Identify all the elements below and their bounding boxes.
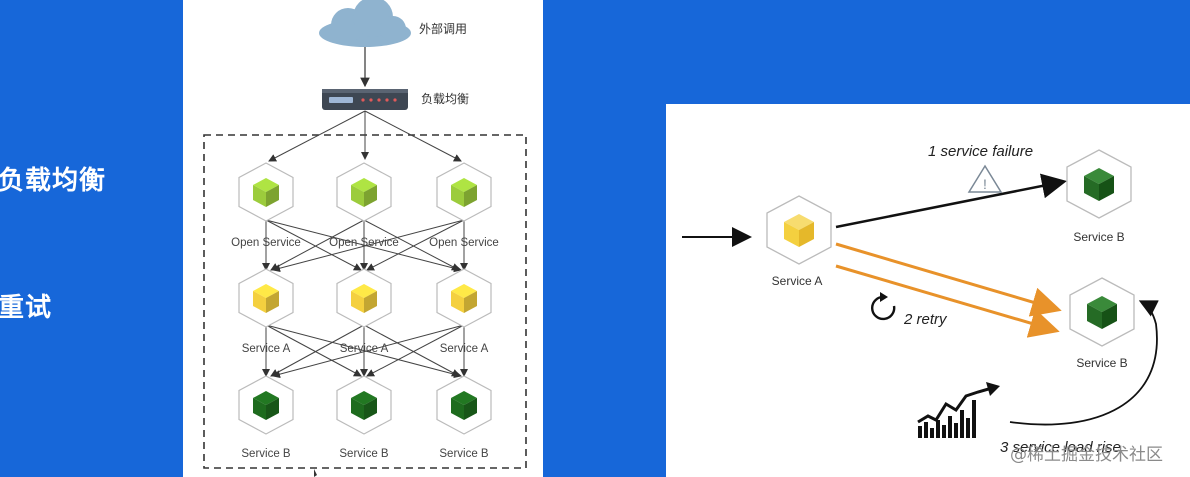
external-call-label: 外部调用 (419, 21, 467, 36)
warning-icon: ! (967, 164, 1003, 193)
load-rise-arrow (1009, 300, 1159, 426)
retry-icon (871, 292, 896, 321)
service-node-label: Service B (339, 448, 389, 460)
retry-arrow-2 (835, 264, 1060, 338)
service-node-label: Service B (241, 448, 291, 460)
service-node (336, 162, 392, 222)
service-node-label: Open Service (231, 237, 301, 249)
service-node-label: Open Service (429, 237, 499, 249)
service-node-label: Service A (440, 343, 489, 355)
bullet-load-balancing: 负载均衡 (0, 166, 107, 196)
service-node-label: Service B (439, 448, 489, 460)
retry-diagram-panel: Service A 1 service failure ! Service B (666, 104, 1190, 477)
load-rise-label: 3 service load rise (1000, 439, 1121, 456)
service-b-bottom-node (1069, 277, 1135, 347)
service-b-bottom-label: Service B (1076, 356, 1127, 370)
service-a-node (766, 195, 832, 265)
load-balancer-label: 负载均衡 (421, 92, 469, 106)
load-balancer-icon (322, 89, 408, 110)
service-node (336, 268, 392, 328)
load-balancing-diagram-panel: 外部调用 负载均衡 (183, 0, 543, 477)
service-node (436, 162, 492, 222)
retry-diagram: Service A 1 service failure ! Service B (682, 143, 1159, 456)
service-node (238, 375, 294, 435)
retry-arrow-1 (835, 242, 1062, 317)
service-node (238, 268, 294, 328)
failure-request-arrow (835, 173, 1067, 229)
retry-label: 2 retry (903, 311, 948, 328)
failure-label: 1 service failure (928, 143, 1033, 160)
cube-icon (451, 284, 477, 313)
cube-icon (351, 178, 377, 207)
service-b-top-label: Service B (1073, 230, 1124, 244)
service-node-label: Open Service (329, 237, 399, 249)
cube-icon (253, 391, 279, 420)
service-b-top-node (1066, 149, 1132, 219)
cube-icon (1087, 296, 1117, 329)
service-node-label: Service A (242, 343, 291, 355)
cube-icon (253, 284, 279, 313)
cloud-icon (319, 0, 411, 47)
load-balancing-diagram: 外部调用 负载均衡 (203, 0, 527, 477)
cube-icon (1084, 168, 1114, 201)
service-node (436, 375, 492, 435)
service-node (336, 375, 392, 435)
cube-icon (784, 214, 814, 247)
svg-text:!: ! (983, 176, 987, 192)
cube-icon (351, 284, 377, 313)
service-node (436, 268, 492, 328)
service-node-label: Service A (340, 343, 389, 355)
bullet-retry: 重试 (0, 293, 53, 323)
cursor-icon (314, 469, 317, 477)
cube-icon (253, 178, 279, 207)
cube-icon (351, 391, 377, 420)
service-node (238, 162, 294, 222)
load-spike-chart-icon (917, 382, 1000, 438)
service-a-label: Service A (772, 274, 823, 288)
watermark: @稀土掘金技术社区 (1010, 445, 1163, 465)
cube-icon (451, 178, 477, 207)
cube-icon (451, 391, 477, 420)
